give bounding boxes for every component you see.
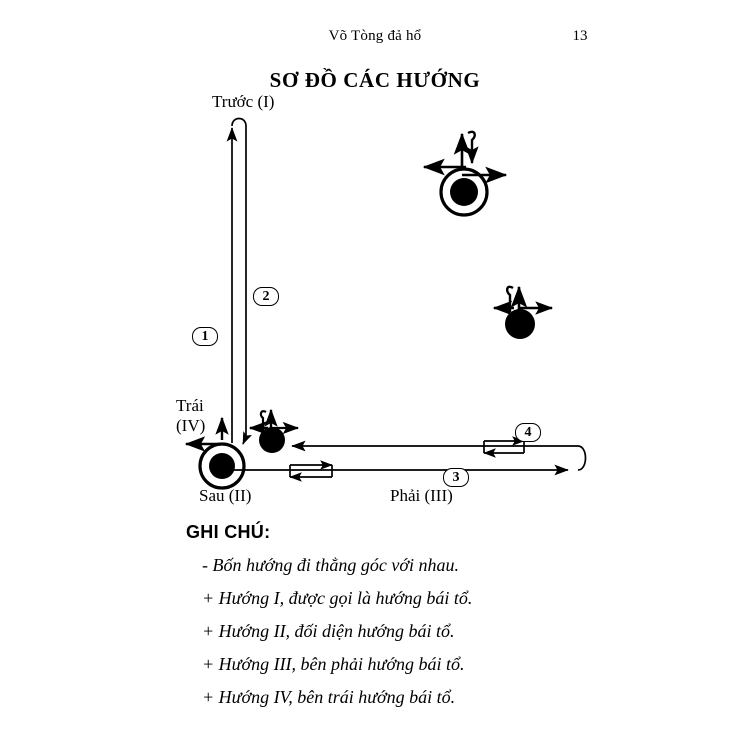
figure-top-right	[422, 130, 508, 217]
note-line: + Hướng I, được gọi là hướng bái tổ.	[202, 588, 473, 608]
path-4-horizontal-left	[291, 436, 587, 471]
notes-section: GHI CHÚ: - Bốn hướng đi thẳng góc với nh…	[186, 522, 686, 720]
step-marker-2: 2	[253, 287, 279, 306]
note-line: + Hướng IV, bên trái hướng bái tổ.	[202, 687, 456, 707]
step-marker-4: 4	[515, 423, 541, 442]
page-number: 13	[572, 28, 588, 44]
direction-label-back: Sau (II)	[199, 486, 252, 505]
note-line: - Bốn hướng đi thẳng góc với nhau.	[202, 555, 460, 575]
note-line: + Hướng III, bên phải hướng bái tổ.	[202, 654, 465, 674]
step-marker-1: 1	[192, 327, 218, 346]
figure-middle-right	[492, 285, 554, 339]
figure-bottom-left-solid	[248, 408, 300, 453]
path-2-vertical-down	[231, 117, 253, 445]
path-3-horizontal-right	[232, 460, 569, 482]
page-title: SƠ ĐỒ CÁC HƯỚNG	[269, 68, 481, 92]
direction-label-right: Phải (III)	[390, 486, 453, 505]
book-title: Võ Tòng đả hổ	[328, 28, 422, 44]
step-marker-3: 3	[443, 468, 469, 487]
running-header: Võ Tòng đả hổ 13	[0, 28, 750, 50]
direction-label-front: Trước (I)	[212, 92, 275, 111]
notes-heading: GHI CHÚ:	[186, 522, 271, 542]
note-line: + Hướng II, đối diện hướng bái tổ.	[202, 621, 455, 641]
figure-bottom-left-ring	[184, 416, 246, 490]
direction-label-left: Trái (IV)	[176, 396, 206, 436]
